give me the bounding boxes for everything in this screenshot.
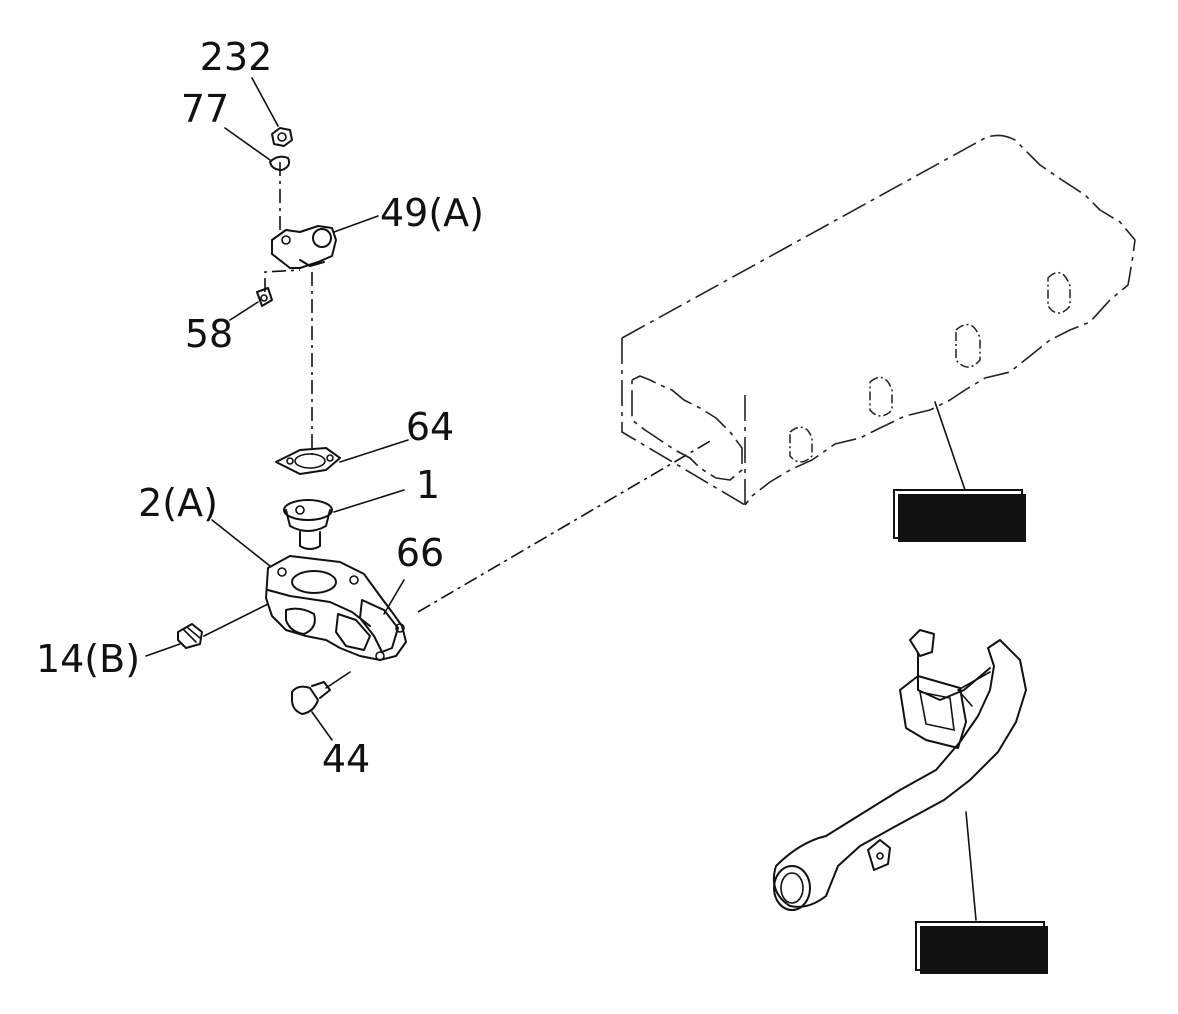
reference-box-0-32: 0-32 xyxy=(915,921,1048,974)
cylinder-head-outline xyxy=(621,134,1136,506)
reference-label-0-32: 0-32 xyxy=(937,926,1023,970)
gasket-66 xyxy=(359,599,399,653)
reference-box-0-11: 0-11 xyxy=(893,489,1026,542)
reference-label-0-11: 0-11 xyxy=(915,494,1001,538)
nut-232 xyxy=(271,127,293,147)
callout-14b: 14(B) xyxy=(36,637,140,681)
leader-0-11 xyxy=(934,401,966,491)
bolt-axis-line xyxy=(264,269,301,292)
callout-58: 58 xyxy=(185,312,233,356)
callout-77: 77 xyxy=(181,87,229,131)
bolt-58 xyxy=(256,287,273,307)
callout-1: 1 xyxy=(416,463,440,507)
washer-77 xyxy=(269,155,291,171)
callout-44: 44 xyxy=(322,737,370,781)
sensor-49a xyxy=(271,225,337,269)
water-pipe-outline xyxy=(772,629,1027,911)
thermostat-housing-2a xyxy=(265,555,407,661)
leader-0-32 xyxy=(965,811,977,921)
callout-66: 66 xyxy=(396,531,444,575)
plug-14b xyxy=(177,623,203,649)
callout-2a: 2(A) xyxy=(138,481,218,525)
callout-232: 232 xyxy=(200,35,273,79)
thermostat-1 xyxy=(283,499,333,550)
assembly-alignment-line xyxy=(417,439,713,613)
callout-49a: 49(A) xyxy=(380,191,484,235)
plug-44 xyxy=(291,681,331,715)
callout-64: 64 xyxy=(406,405,454,449)
gasket-64 xyxy=(275,447,341,475)
